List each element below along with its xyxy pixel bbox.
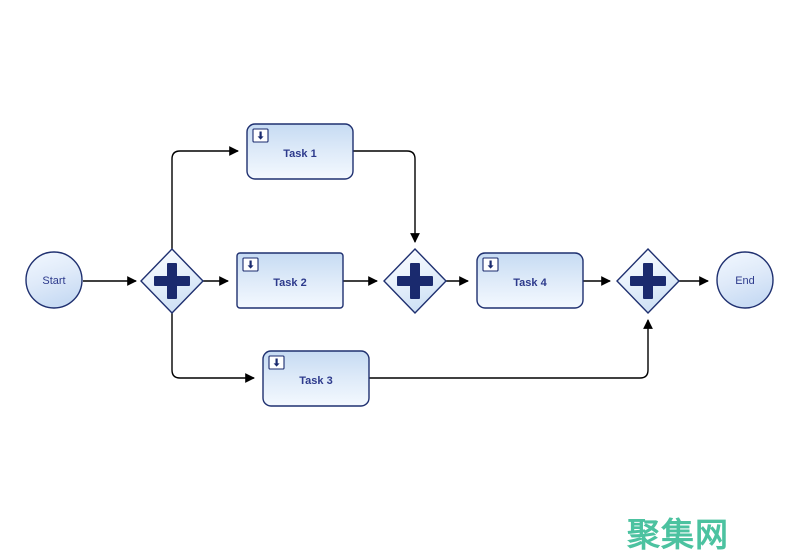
- receive-task-icon: [268, 355, 285, 370]
- task-box: [236, 252, 344, 309]
- end-event-shape: [716, 251, 774, 309]
- task-node-3[interactable]: Task 3: [262, 350, 370, 407]
- task-node-2[interactable]: Task 2: [236, 252, 344, 309]
- receive-task-icon: [242, 257, 259, 272]
- task-box: [262, 350, 370, 407]
- gateway-parallel-join-1[interactable]: [383, 247, 447, 315]
- task-node-1[interactable]: Task 1: [246, 123, 354, 180]
- task-box: [246, 123, 354, 180]
- plus-icon: [630, 263, 666, 299]
- start-event-shape: [25, 251, 83, 309]
- start-event[interactable]: Start: [25, 251, 83, 309]
- watermark: 聚集网: [627, 515, 729, 551]
- sequence-flows: [83, 146, 709, 383]
- task-box: [476, 252, 584, 309]
- receive-task-icon: [252, 128, 269, 143]
- gateway-parallel-join-2[interactable]: [616, 247, 680, 315]
- plus-icon: [154, 263, 190, 299]
- end-event[interactable]: End: [716, 251, 774, 309]
- receive-task-icon: [482, 257, 499, 272]
- plus-icon: [397, 263, 433, 299]
- flow-gw1-task1[interactable]: [171, 146, 239, 249]
- gateway-parallel-split[interactable]: [140, 247, 204, 315]
- flow-task1-gw2[interactable]: [353, 150, 420, 243]
- flow-gw1-task3[interactable]: [171, 313, 255, 383]
- task-node-4[interactable]: Task 4: [476, 252, 584, 309]
- flow-task3-gw3[interactable]: [369, 319, 653, 379]
